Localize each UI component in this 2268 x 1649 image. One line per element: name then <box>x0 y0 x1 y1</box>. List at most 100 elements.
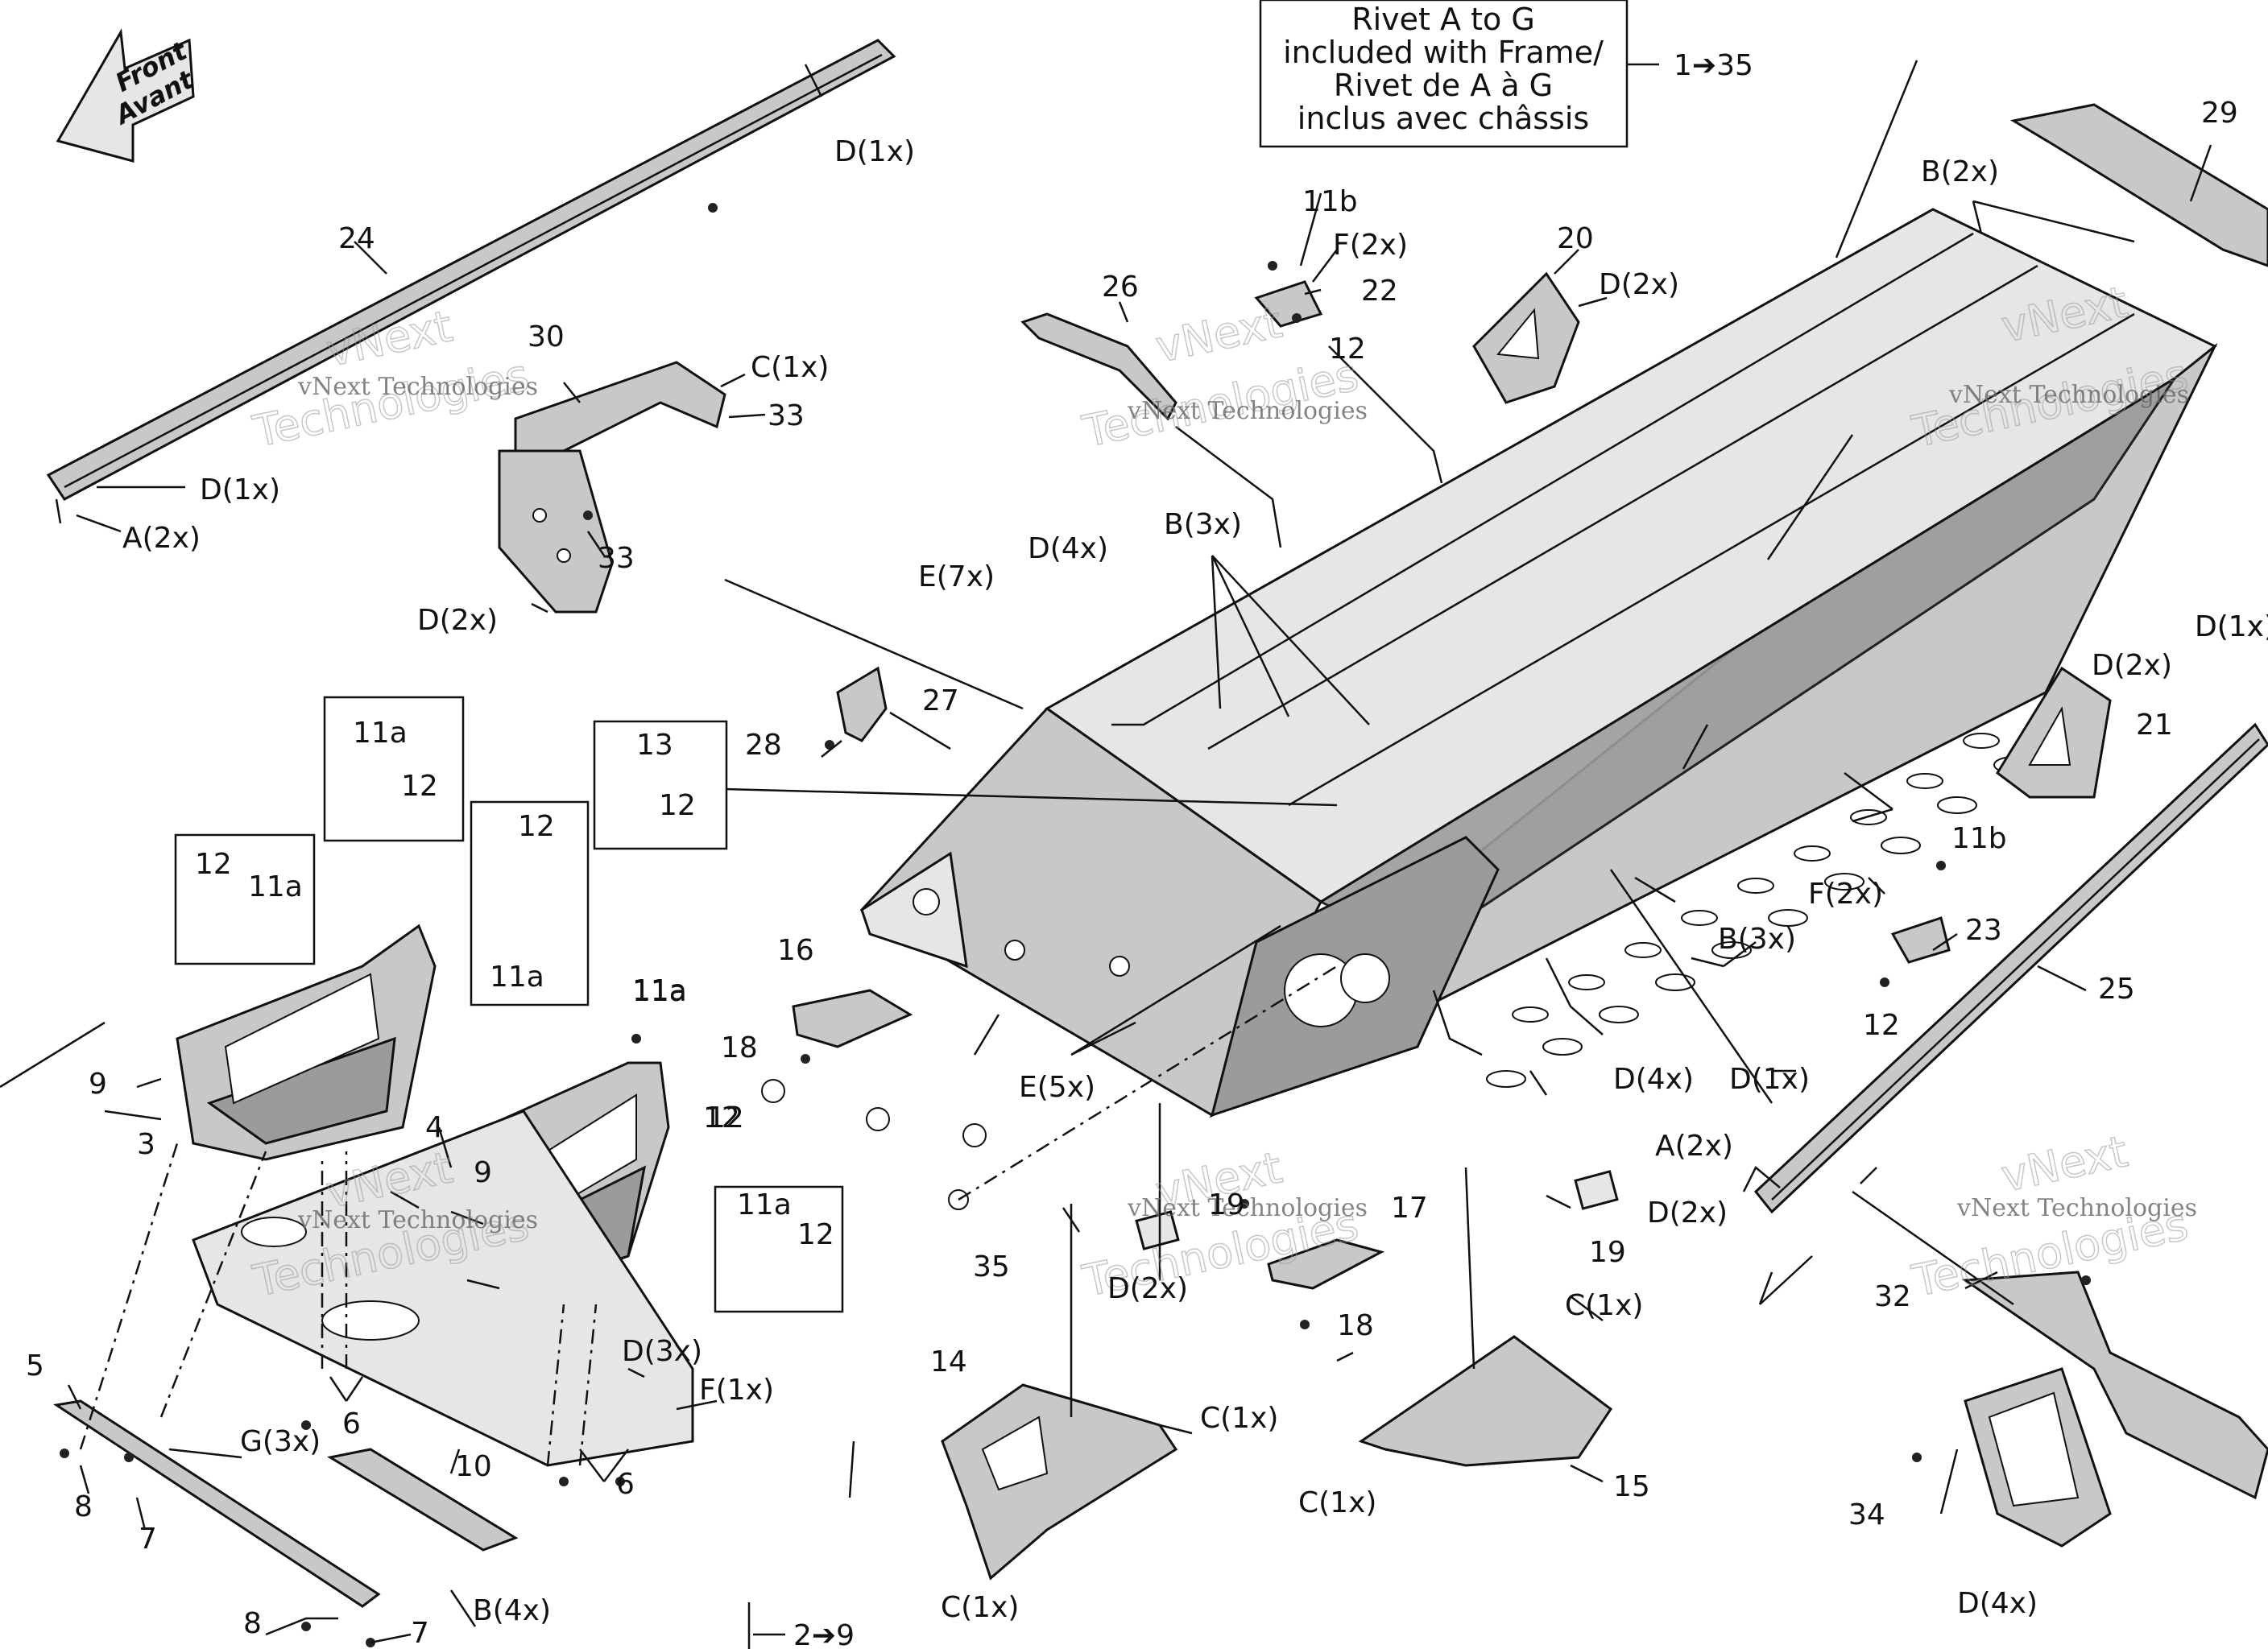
part-19-plate-a <box>1135 1210 1180 1250</box>
callout: 4 <box>425 1111 444 1144</box>
svg-text:vNext: vNext <box>1997 1126 2132 1201</box>
callout: 8 <box>243 1607 262 1640</box>
callout: 18 <box>721 1031 758 1064</box>
svg-text:vNext Technologies: vNext Technologies <box>1127 397 1368 425</box>
callout: 11a <box>632 974 687 1007</box>
callout: 34 <box>1848 1498 1885 1531</box>
note-box <box>1259 0 1629 148</box>
callout: 27 <box>922 684 959 717</box>
part-27 <box>836 666 888 742</box>
svg-text:vNext: vNext <box>1152 296 1286 372</box>
callout: A(2x) <box>1655 1130 1733 1163</box>
callout: 11a <box>632 975 687 1008</box>
callout: C(1x) <box>1565 1289 1643 1322</box>
svg-text:vNext: vNext <box>322 300 457 376</box>
callout: 11a <box>248 870 303 903</box>
callout: 33 <box>598 542 635 575</box>
explode-lines <box>79 965 1338 1466</box>
callout: F(1x) <box>699 1374 774 1407</box>
callout: 15 <box>1613 1470 1650 1503</box>
callout: G(3x) <box>240 1425 321 1458</box>
part-20-gusset <box>1472 271 1580 404</box>
note-line-3: Rivet de A à G <box>1334 68 1553 103</box>
callout: 7 <box>139 1523 157 1556</box>
callout: D(2x) <box>1647 1196 1728 1230</box>
callout: D(4x) <box>1028 532 1108 565</box>
callout: 12 <box>797 1218 834 1251</box>
callout: 12 <box>1863 1009 1900 1042</box>
callout-box-11a-12-a <box>323 696 465 842</box>
svg-text:vNext Technologies: vNext Technologies <box>297 1206 538 1234</box>
callout: 11b <box>1951 822 2007 855</box>
part-30-bracket <box>498 361 726 614</box>
callout: 21 <box>2136 709 2173 742</box>
callout: B(4x) <box>473 1594 551 1627</box>
callout: D(3x) <box>622 1335 702 1368</box>
callout: 16 <box>777 934 814 967</box>
callout: E(7x) <box>918 560 995 593</box>
callout: F(2x) <box>1333 229 1408 262</box>
callout: 3 <box>137 1128 155 1161</box>
callout: F(2x) <box>1808 878 1883 911</box>
callout: 5 <box>26 1349 44 1382</box>
callout: 20 <box>1557 222 1594 255</box>
callout: B(3x) <box>1718 923 1796 956</box>
part-10-strip <box>326 1448 519 1552</box>
part-26 <box>1020 312 1177 421</box>
note-line-1: Rivet A to G <box>1351 2 1535 37</box>
part-5-strip <box>52 1399 381 1608</box>
note-line-4: inclus avec châssis <box>1297 101 1589 136</box>
callout: 29 <box>2201 97 2238 130</box>
callout: 13 <box>636 729 673 762</box>
callout: D(2x) <box>2092 649 2172 682</box>
washer-a <box>761 1079 785 1103</box>
callout: 12 <box>659 789 696 822</box>
callout: 6 <box>616 1468 635 1501</box>
callout: 30 <box>528 320 565 353</box>
callout: 28 <box>745 729 782 762</box>
callout: 9 <box>474 1156 492 1189</box>
callout-labels: 24 D(1x) D(1x) A(2x) 30 C(1x) 33 33 D(2x… <box>26 97 2268 1649</box>
callout: 22 <box>1361 275 1398 308</box>
part-29 <box>2009 103 2268 267</box>
part-21-gusset <box>1996 666 2112 799</box>
tunnel-frame <box>859 208 2218 1118</box>
callout: D(2x) <box>417 604 498 637</box>
callout: 12 <box>1329 333 1366 366</box>
callout: 10 <box>455 1450 492 1483</box>
rail-25 <box>1753 722 2268 1214</box>
svg-text:vNext Technologies: vNext Technologies <box>1948 381 2189 409</box>
callout: 11a <box>737 1188 792 1221</box>
callout: 17 <box>1391 1192 1428 1225</box>
leader-lines <box>0 60 2212 1649</box>
callout: 32 <box>1874 1280 1911 1313</box>
callout: D(1x) <box>2195 610 2268 643</box>
callout: D(1x) <box>834 135 915 168</box>
callout: 9 <box>89 1068 107 1101</box>
callout: D(1x) <box>1729 1063 1810 1096</box>
callout: C(1x) <box>1200 1402 1278 1435</box>
callout: D(2x) <box>1107 1272 1188 1305</box>
callout: C(1x) <box>751 351 829 384</box>
svg-text:vNext Technologies: vNext Technologies <box>1127 1194 1368 1222</box>
callout: D(1x) <box>200 473 280 506</box>
callout: 35 <box>973 1250 1010 1283</box>
callout: 12 <box>195 848 232 881</box>
callout: C(1x) <box>1298 1486 1376 1519</box>
callout-box-12-11a-b <box>174 833 316 965</box>
callout: 12 <box>703 1101 740 1134</box>
part-23-bracket <box>1890 916 1951 964</box>
part-17-bracket <box>1267 1238 1385 1290</box>
part-15-shield <box>1358 1335 1613 1467</box>
part-16-bracket <box>792 989 913 1048</box>
part-3-bulkhead <box>176 924 437 1161</box>
front-arrow: Front Avant <box>56 28 200 163</box>
callout: B(2x) <box>1921 155 1999 188</box>
callout: 18 <box>1337 1309 1374 1342</box>
part-19-plate-b <box>1574 1170 1619 1210</box>
washer-c <box>962 1123 987 1147</box>
watermark-2: vNext Technologies vNext Technologies <box>1078 296 1368 458</box>
callout: B(3x) <box>1164 508 1242 541</box>
callout: 12 <box>518 810 555 843</box>
